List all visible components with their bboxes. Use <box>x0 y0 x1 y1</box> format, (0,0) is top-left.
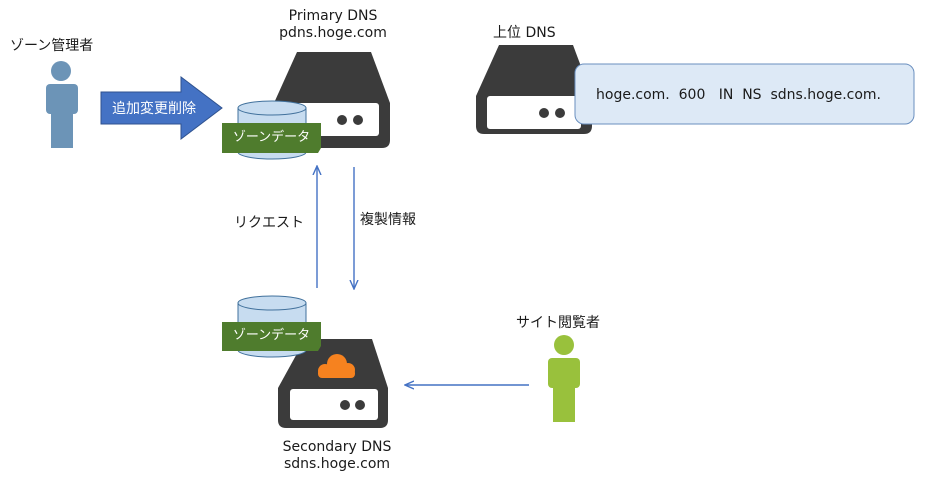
primary-dns-title: Primary DNS <box>288 8 378 24</box>
request-label: リクエスト <box>234 215 304 231</box>
upper-dns-server-icon <box>476 45 592 134</box>
primary-zone-data-tag <box>222 123 321 153</box>
secondary-dns-host: sdns.hoge.com <box>283 456 391 472</box>
zone-admin-label: ゾーン管理者 <box>10 38 94 54</box>
admin-action-label: 追加変更削除 <box>112 101 196 117</box>
secondary-zone-data-label: ゾーンデータ <box>232 328 311 343</box>
site-visitor-label: サイト閲覧者 <box>516 315 600 331</box>
ns-record-text: hoge.com. 600 IN NS sdns.hoge.com. <box>596 87 882 103</box>
upper-dns-title: 上位 DNS <box>493 25 556 41</box>
admin-action-arrow <box>100 75 223 141</box>
primary-dns-host: pdns.hoge.com <box>279 25 387 41</box>
secondary-zone-data-tag <box>222 322 321 351</box>
primary-zone-data-label: ゾーンデータ <box>232 130 311 145</box>
ns-record-box <box>574 63 915 125</box>
site-visitor-person-icon <box>548 335 580 422</box>
secondary-dns-title: Secondary DNS <box>282 439 392 455</box>
cloud-icon <box>318 354 355 378</box>
zone-admin-person-icon <box>46 61 78 148</box>
transfer-label: 複製情報 <box>360 212 416 228</box>
secondary-dns-server-icon <box>278 339 388 428</box>
